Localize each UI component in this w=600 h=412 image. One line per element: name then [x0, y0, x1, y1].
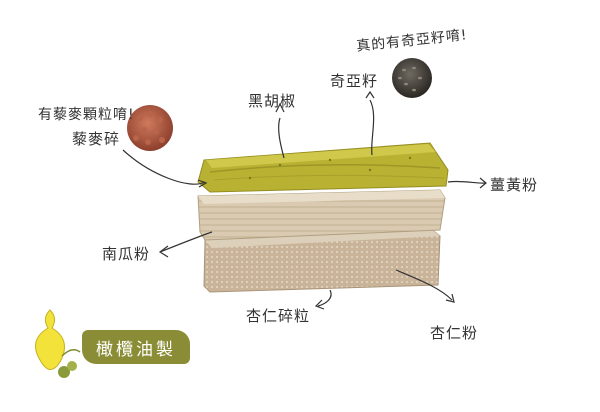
chia-seed-circle	[392, 58, 432, 98]
label-quinoa-question: 有藜麥顆粒唷!	[38, 107, 135, 123]
label-quinoa: 藜麥碎	[72, 130, 121, 148]
olive-oil-badge: 橄欖油製	[82, 330, 190, 364]
olive-oil-icon	[35, 309, 81, 378]
label-almond-bits: 杏仁碎粒	[246, 307, 311, 325]
pointer-arrows	[122, 90, 487, 310]
label-almond-powder: 杏仁粉	[430, 324, 479, 342]
quinoa-seed-circle	[127, 105, 173, 151]
label-chia: 奇亞籽	[330, 72, 379, 90]
label-turmeric: 薑黃粉	[490, 176, 539, 194]
label-pumpkin: 南瓜粉	[102, 245, 151, 263]
middle-biscuit-layer	[197, 189, 446, 241]
label-black-pepper: 黑胡椒	[248, 92, 297, 110]
top-biscuit-layer	[197, 142, 449, 193]
